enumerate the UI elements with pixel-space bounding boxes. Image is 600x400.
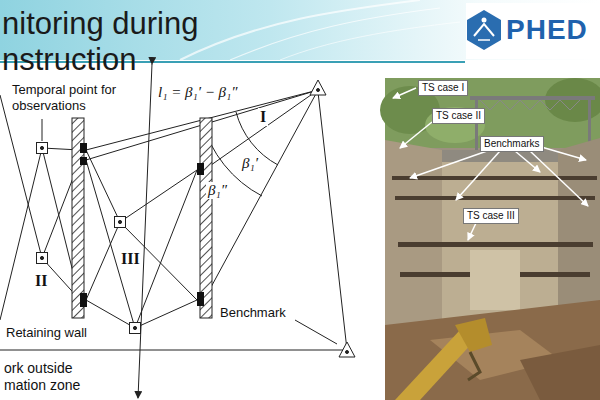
observation-point [37,143,141,334]
logo-icon [466,3,598,59]
photo-callout: TS case I [418,80,468,96]
benchmark-label: Benchmark [218,305,288,321]
zone-note: ork outside mation zone [2,360,96,394]
benchmark-triangle [310,80,355,357]
photo-callout: TS case II [432,108,485,124]
network-scheme [0,64,347,398]
callout-arrow [393,88,588,240]
retaining-wall [72,118,212,318]
point-label: Temporal point for observations [10,82,129,114]
slide-title: nitoring during nstruction [2,6,242,78]
wall-label: Retaining wall [4,325,89,341]
angle-label: β₁″ [206,182,229,199]
zone-number: III [119,250,142,268]
logo-text: PHED [506,14,588,46]
zone-number: II [33,272,49,290]
formula: l₁ = β₁′ − β₁″ [156,84,240,101]
photo-callout: Benchmarks [480,136,544,152]
photo-callout: TS case III [463,208,519,224]
zone-number: I [258,108,268,126]
excavation-photo [380,78,600,400]
angle-label: β₁′ [240,155,260,172]
